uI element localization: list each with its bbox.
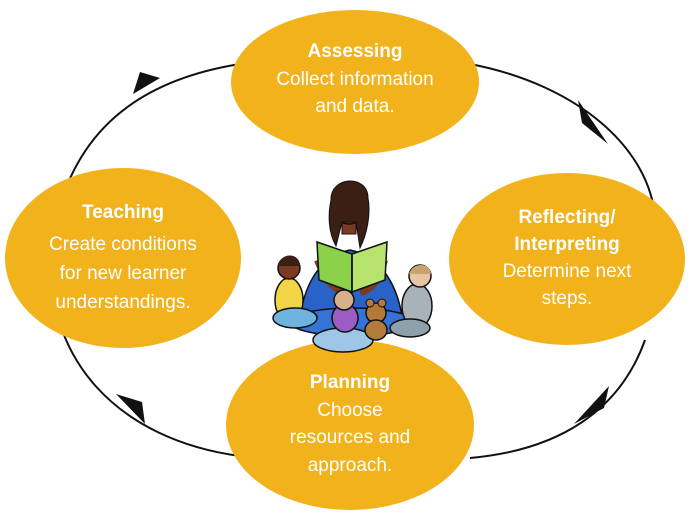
node-planning-shape: [226, 340, 474, 510]
arrow-head-icon: [574, 386, 609, 424]
node-planning-title: Planning: [310, 372, 390, 393]
node-reflecting-line-2: steps.: [542, 288, 593, 309]
node-teaching-line-2: for new learner: [60, 263, 187, 284]
node-assessing-title: Assessing: [307, 41, 402, 62]
arrow-head-icon: [133, 72, 160, 94]
node-reflecting-title-line-1: Reflecting/: [518, 207, 616, 228]
node-teaching-title: Teaching: [82, 202, 164, 223]
node-assessing: Assessing Collect information and data.: [231, 10, 479, 154]
arrow-head-icon: [578, 100, 608, 144]
node-reflecting-shape: [449, 173, 685, 345]
node-reflecting-title-line-2: Interpreting: [514, 234, 620, 255]
node-planning-line-2: resources and: [290, 427, 410, 448]
node-assessing-line-2: and data.: [315, 96, 394, 117]
node-assessing-shape: [231, 10, 479, 154]
arrow-head-icon: [116, 394, 145, 424]
node-teaching-line-3: understandings.: [55, 292, 190, 313]
node-reflecting-line-1: Determine next: [503, 261, 633, 282]
node-reflecting: Reflecting/ Interpreting Determine next …: [449, 173, 685, 345]
node-teaching-line-1: Create conditions: [49, 234, 197, 255]
node-teaching-shape: [5, 168, 241, 348]
node-teaching: Teaching Create conditions for new learn…: [5, 168, 241, 348]
node-planning-line-1: Choose: [317, 400, 383, 421]
node-planning-line-3: approach.: [308, 455, 393, 476]
teacher-reading-illustration-icon: [272, 180, 433, 353]
node-assessing-line-1: Collect information: [276, 69, 433, 90]
node-planning: Planning Choose resources and approach.: [226, 340, 474, 510]
